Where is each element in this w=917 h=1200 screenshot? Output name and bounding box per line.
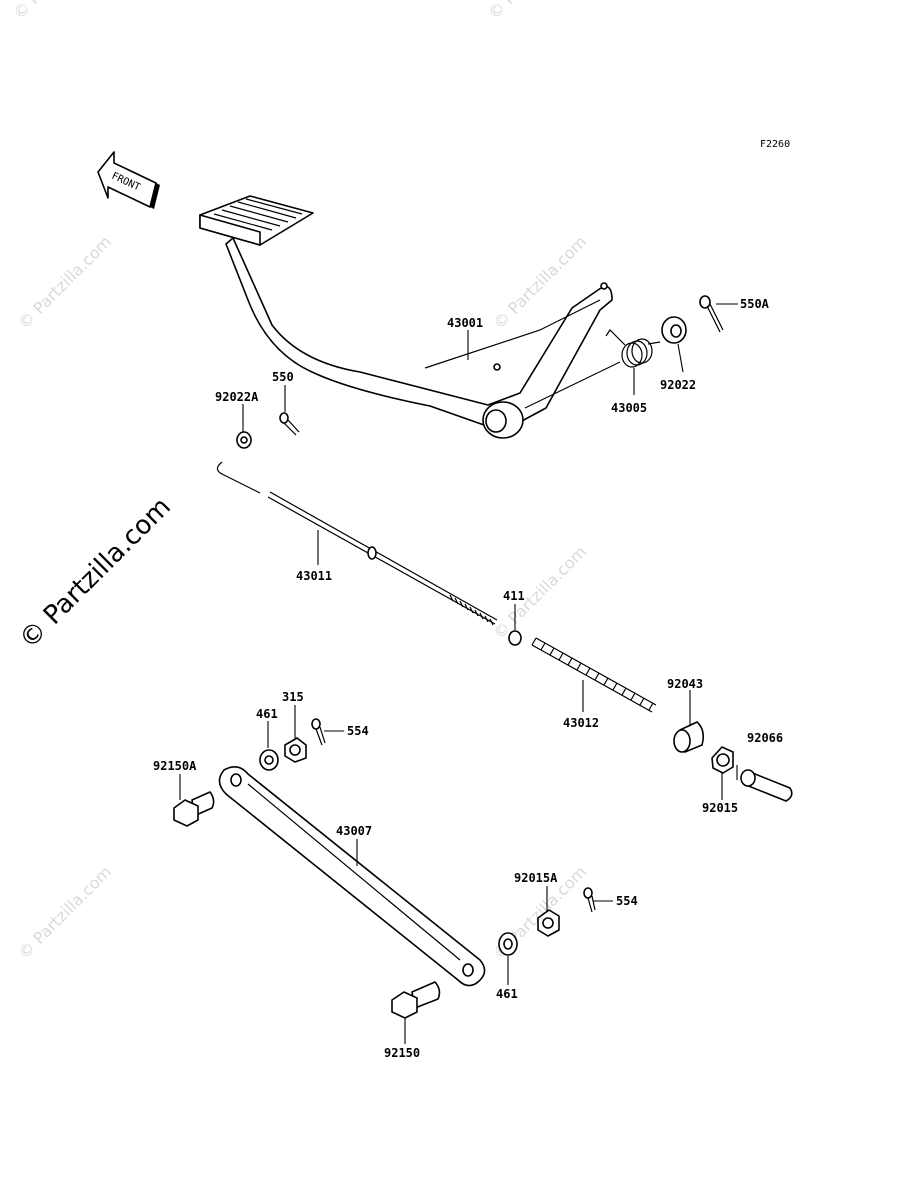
leader-lines xyxy=(179,303,738,1044)
callout-92043: 92043 xyxy=(667,677,703,691)
callout-92066: 92066 xyxy=(747,731,783,745)
callout-550a: 550A xyxy=(740,297,770,311)
cotter-pin-554-top xyxy=(311,718,326,746)
washer-411 xyxy=(508,630,522,646)
brake-link-rod xyxy=(218,766,486,987)
callout-43001: 43001 xyxy=(447,316,483,330)
brake-pedal xyxy=(199,195,613,439)
nut-92015a xyxy=(537,909,560,937)
figure-code: F2260 xyxy=(760,139,790,150)
joint-92043 xyxy=(673,721,704,753)
nut-315 xyxy=(284,737,307,763)
watermark-brand: © Partzilla.com xyxy=(14,492,177,655)
watermark-7: © Partzilla.com xyxy=(484,0,585,23)
callout-92022a: 92022A xyxy=(215,390,259,404)
callout-92015: 92015 xyxy=(702,801,738,815)
brake-rod xyxy=(216,461,498,626)
callout-315: 315 xyxy=(282,690,304,704)
callout-92022: 92022 xyxy=(660,378,696,392)
callout-43005: 43005 xyxy=(611,401,647,415)
callout-92150a: 92150A xyxy=(153,759,197,773)
nut-92015 xyxy=(711,746,734,774)
return-spring xyxy=(524,329,661,409)
cotter-pin-554-bottom xyxy=(583,887,596,913)
callout-554-bottom: 554 xyxy=(616,894,638,908)
front-arrow-icon: FRONT xyxy=(97,151,160,209)
cotter-pin-550a xyxy=(699,295,724,333)
callout-92150: 92150 xyxy=(384,1046,420,1060)
bolt-92150 xyxy=(391,981,441,1019)
watermark-4: © Partzilla.com xyxy=(14,862,115,963)
callout-461-bottom: 461 xyxy=(496,987,518,1001)
callout-411: 411 xyxy=(503,589,525,603)
callout-550: 550 xyxy=(272,370,294,384)
cotter-pin-550 xyxy=(279,412,300,436)
callout-43011: 43011 xyxy=(296,569,332,583)
callout-461-top: 461 xyxy=(256,707,278,721)
pin-92066 xyxy=(740,769,793,802)
callout-43012: 43012 xyxy=(563,716,599,730)
watermark-6: © Partzilla.com xyxy=(9,0,110,23)
callout-labels: 43001 550A 92022 43005 550 92022A 43011 … xyxy=(153,297,783,1060)
callout-554-top: 554 xyxy=(347,724,369,738)
watermark-1: © Partzilla.com xyxy=(14,232,115,333)
callout-92015a: 92015A xyxy=(514,871,558,885)
bolt-92150a xyxy=(173,791,215,827)
callout-43007: 43007 xyxy=(336,824,372,838)
brake-spring xyxy=(531,637,657,713)
